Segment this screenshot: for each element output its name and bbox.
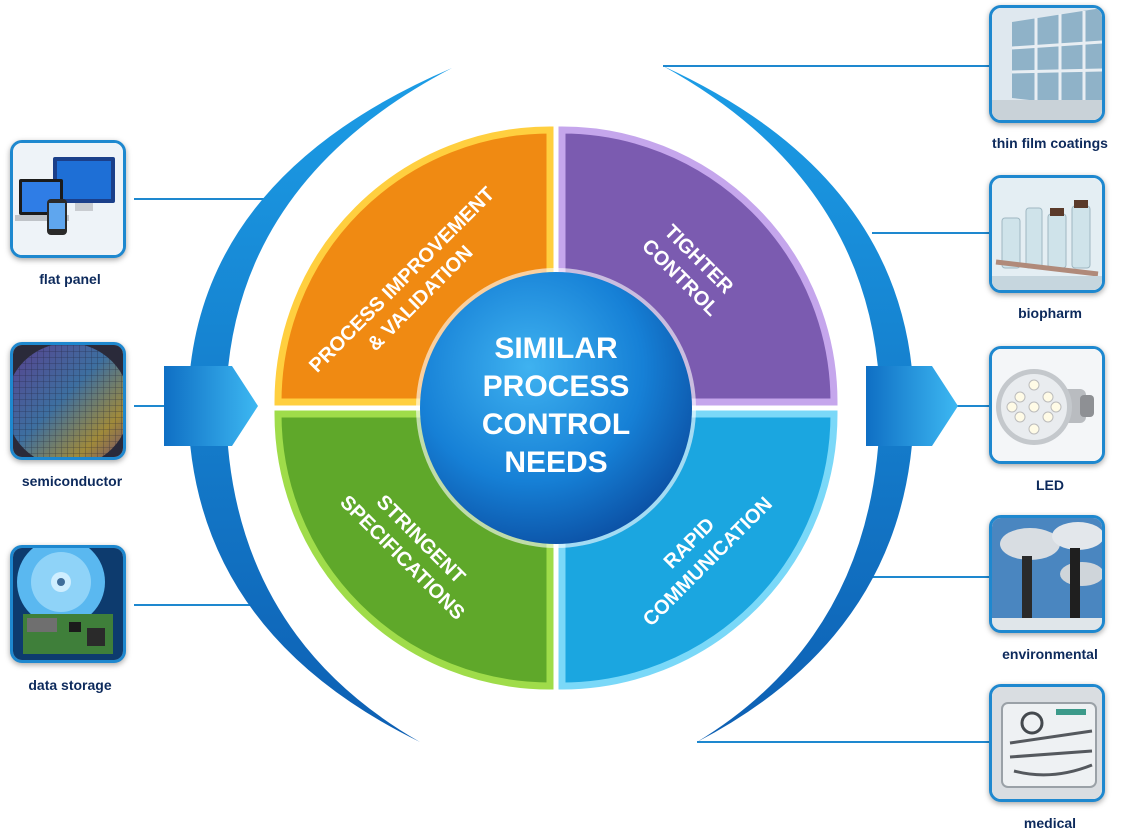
center-line2: PROCESS [483, 370, 630, 403]
vials-icon [992, 178, 1102, 290]
data-storage-tile [10, 545, 126, 663]
surgical-tools-icon [992, 687, 1102, 799]
led-label: LED [1036, 477, 1064, 493]
right-arrow-icon [866, 366, 958, 446]
hard-drive-icon [13, 548, 123, 660]
environmental-tile [989, 515, 1105, 633]
data-storage-label: data storage [28, 677, 112, 693]
center-line1: SIMILAR [494, 332, 618, 365]
flat-panel-icon [13, 143, 123, 255]
center-disc [420, 272, 692, 544]
right-connectors [663, 65, 990, 743]
smokestack-icon [992, 518, 1102, 630]
right-ring-arc [663, 66, 914, 742]
thin-film-tile [989, 5, 1105, 123]
biopharm-tile [989, 175, 1105, 293]
biopharm-label: biopharm [1018, 305, 1082, 321]
environmental-label: environmental [1002, 646, 1098, 662]
led-bulb-icon [992, 349, 1102, 461]
medical-tile [989, 684, 1105, 802]
center-line3: CONTROL [482, 408, 630, 441]
flat-panel-label: flat panel [39, 271, 101, 287]
center-line4: NEEDS [504, 446, 607, 479]
thin-film-label: thin film coatings [992, 135, 1108, 151]
flat-panel-tile [10, 140, 126, 258]
left-arrow-icon [164, 366, 258, 446]
building-glass-icon [992, 8, 1102, 120]
semiconductor-label: semiconductor [21, 473, 123, 489]
semiconductor-tile [10, 342, 126, 460]
medical-label: medical [1023, 815, 1077, 831]
left-ring-arc [188, 68, 452, 742]
wafer-icon [13, 345, 123, 457]
led-tile [989, 346, 1105, 464]
